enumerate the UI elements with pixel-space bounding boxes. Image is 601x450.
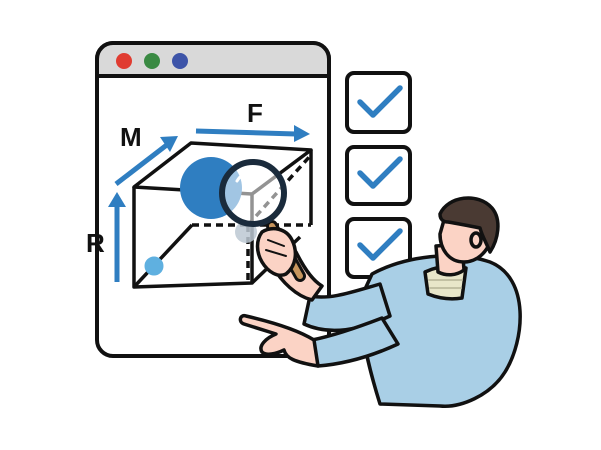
checkbox-item-2[interactable] — [345, 145, 412, 206]
checkbox-item-1[interactable] — [345, 71, 412, 134]
window-maximize-dot[interactable] — [172, 53, 188, 69]
check-icon — [357, 85, 403, 118]
person-pointing-hand — [238, 313, 320, 368]
checklist — [345, 71, 412, 279]
person-gripping-hand — [255, 226, 298, 277]
person-hair — [438, 196, 500, 254]
check-icon — [357, 228, 403, 261]
recency-arrow — [108, 192, 126, 282]
magnifier-lens — [219, 159, 287, 227]
checkbox-item-3[interactable] — [345, 217, 412, 279]
recency-axis-label: R — [86, 228, 105, 258]
check-icon — [357, 156, 403, 189]
person-ear — [469, 231, 483, 249]
monetary-arrow — [114, 136, 178, 186]
frequency-arrow — [195, 125, 310, 142]
window-minimize-dot[interactable] — [144, 53, 160, 69]
frequency-axis-label: F — [247, 98, 263, 128]
person — [238, 196, 522, 408]
monetary-axis-label: M — [120, 122, 142, 152]
data-point-small — [144, 256, 164, 276]
window-close-dot[interactable] — [116, 53, 132, 69]
